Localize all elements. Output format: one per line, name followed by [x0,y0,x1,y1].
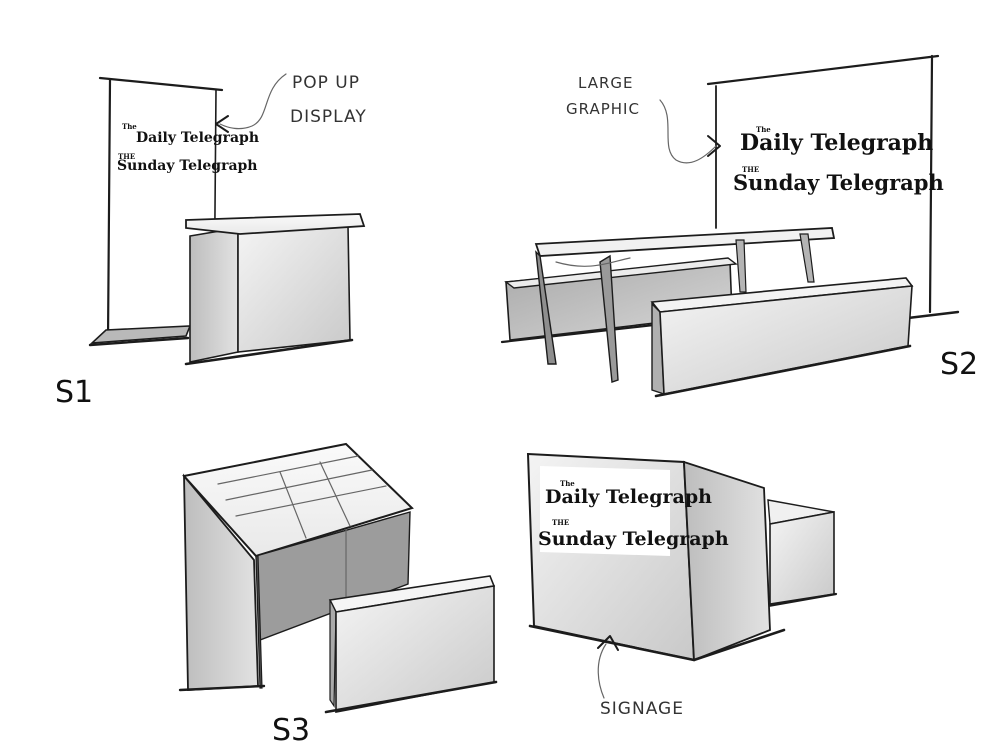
svg-text:DISPLAY: DISPLAY [290,107,367,127]
sketch-s4: The Daily Telegraph THE Sunday Telegraph… [526,452,838,719]
large-graphic-wall [706,54,960,320]
svg-text:POP UP: POP UP [292,73,360,93]
rear-box [766,499,838,608]
popup-banner [88,76,224,347]
svg-text:The: The [122,122,137,131]
svg-text:Daily Telegraph: Daily Telegraph [740,130,933,156]
svg-text:THE: THE [118,152,135,161]
svg-text:THE: THE [552,518,569,527]
bench-front [650,277,914,398]
counter-box [184,213,366,366]
arrow-head-icon [597,635,619,651]
sketch-label-s2: S2 [940,347,978,382]
svg-text:Sunday Telegraph: Sunday Telegraph [117,158,258,174]
svg-text:Daily Telegraph: Daily Telegraph [136,130,259,146]
svg-text:THE: THE [742,165,759,174]
svg-text:The: The [560,479,575,488]
popup-display-annotation: POP UP DISPLAY [215,73,367,133]
sloped-display-unit [178,442,414,692]
signage-annotation: SIGNAGE [597,635,684,719]
sketch-s3: S3 [178,442,498,748]
svg-text:SIGNAGE: SIGNAGE [600,699,684,719]
table [534,227,836,383]
large-graphic-annotation: LARGE GRAPHIC [566,74,721,164]
sketch-label-s3: S3 [272,713,310,748]
svg-text:Sunday Telegraph: Sunday Telegraph [733,170,944,195]
large-graphic-logo: The Daily Telegraph THE Sunday Telegraph [733,125,944,195]
svg-text:Sunday Telegraph: Sunday Telegraph [538,528,729,550]
svg-text:LARGE: LARGE [578,74,634,92]
popup-banner-logo: The Daily Telegraph THE Sunday Telegraph [117,122,259,174]
sketch-label-s1: S1 [55,375,93,410]
arrow-head-icon [707,135,721,157]
counter-box-s3 [324,575,498,714]
signage-logo: The Daily Telegraph THE Sunday Telegraph [538,479,729,550]
svg-text:Daily Telegraph: Daily Telegraph [545,486,712,508]
signage-box [526,452,786,662]
sketch-s2: The Daily Telegraph THE Sunday Telegraph… [500,54,978,398]
arrow-head-icon [215,115,229,133]
sketch-s1: The Daily Telegraph THE Sunday Telegraph… [55,73,367,410]
svg-text:The: The [756,125,771,134]
svg-text:GRAPHIC: GRAPHIC [566,100,640,118]
